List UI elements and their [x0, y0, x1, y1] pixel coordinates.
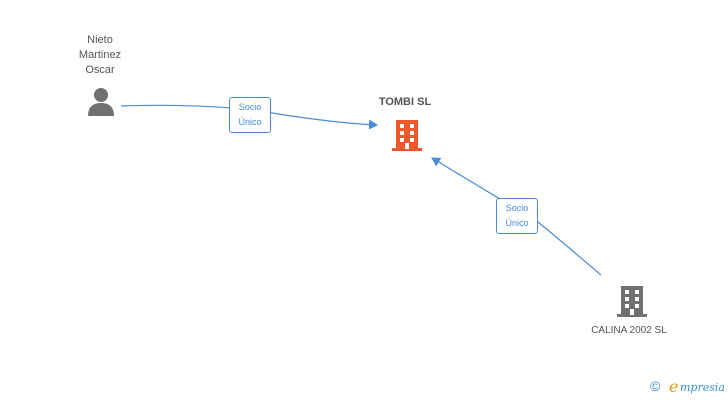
- copyright-symbol: ©: [650, 378, 661, 394]
- edge-label-line: Único: [238, 117, 262, 127]
- person-name-line: Nieto: [87, 34, 113, 46]
- person-icon[interactable]: [86, 87, 116, 117]
- brand-initial: e: [669, 377, 679, 396]
- edge-label-line: Socio: [505, 203, 529, 213]
- edge-label-box: Socio Único: [229, 97, 271, 133]
- edge-label-box: Socio Único: [496, 198, 538, 234]
- company-node-label[interactable]: CALINA 2002 SL: [591, 325, 667, 336]
- person-node-label[interactable]: Nieto Martinez Oscar: [60, 33, 140, 78]
- empresia-watermark: © e mpresia: [650, 377, 726, 398]
- edge-label-line: Socio: [238, 102, 262, 112]
- person-name-line: Martinez: [78, 49, 122, 61]
- center-company-label[interactable]: TOMBI SL: [378, 96, 432, 108]
- building-icon[interactable]: [615, 284, 649, 318]
- edge-line-person-to-tombi: [120, 104, 378, 130]
- edge-line-calina-to-tombi: [431, 157, 602, 276]
- brand-text: mpresia: [680, 381, 725, 394]
- building-icon[interactable]: [390, 118, 424, 152]
- person-name-line: Oscar: [85, 64, 115, 76]
- edge-label-line: Único: [505, 218, 529, 228]
